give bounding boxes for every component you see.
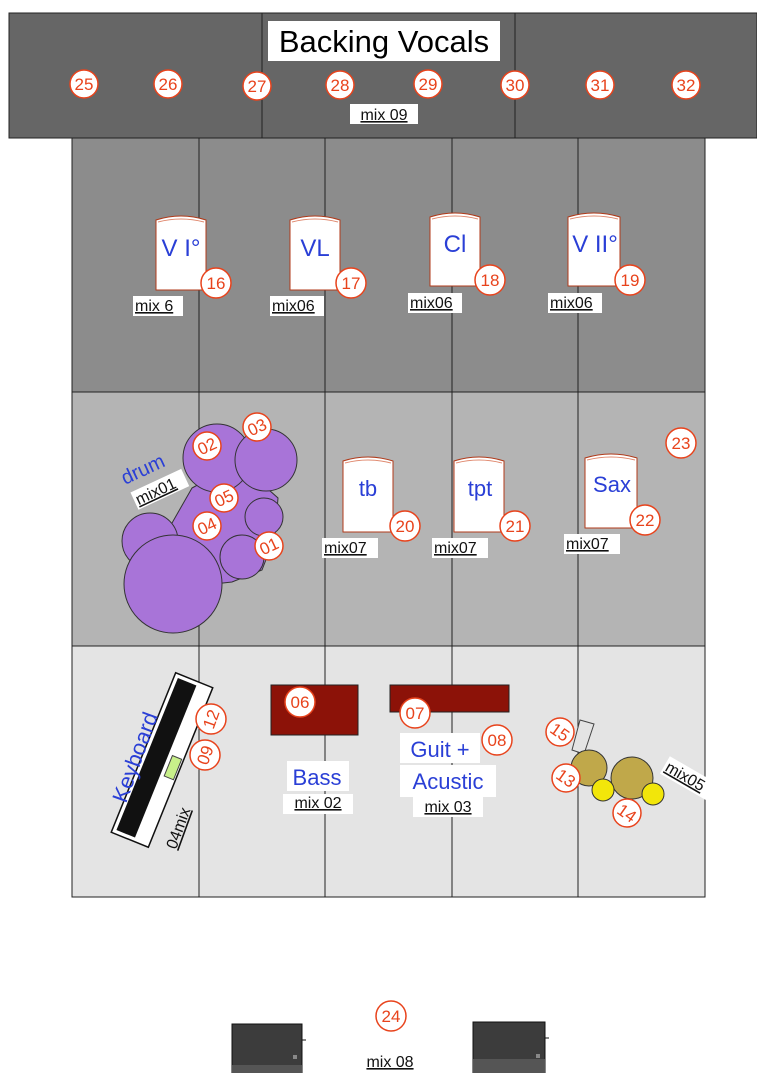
drum-mic-04: 04 bbox=[192, 511, 222, 541]
guitar-label-line2: Acustic bbox=[413, 769, 484, 794]
svg-text:06: 06 bbox=[291, 693, 310, 712]
svg-text:22: 22 bbox=[636, 511, 655, 530]
backing-vocals-title: Backing Vocals bbox=[279, 24, 489, 59]
svg-text:tpt: tpt bbox=[468, 476, 492, 501]
mic-number-30: 30 bbox=[500, 70, 530, 100]
drum-kit: 02 03 05 04 01 drum mix01 bbox=[118, 412, 298, 634]
svg-text:08: 08 bbox=[488, 731, 507, 750]
bass-mix-label: mix 02 bbox=[294, 795, 341, 812]
guitar-mix-label: mix 03 bbox=[424, 799, 471, 816]
string-chair-v2: V II° 19 mix06 bbox=[548, 212, 646, 313]
svg-text:17: 17 bbox=[342, 274, 361, 293]
bass-label: Bass bbox=[293, 765, 342, 790]
mic-number-23: 23 bbox=[665, 427, 697, 459]
keyboard-mic-12: 12 bbox=[195, 703, 227, 735]
svg-text:Sax: Sax bbox=[593, 472, 631, 497]
mic-number-26: 26 bbox=[153, 69, 183, 99]
svg-text:VL: VL bbox=[300, 235, 329, 262]
keyboard-mic-09: 09 bbox=[189, 739, 221, 771]
perc-mic-14: 14 bbox=[612, 798, 642, 828]
svg-text:mix06: mix06 bbox=[272, 298, 315, 315]
svg-text:V II°: V II° bbox=[572, 231, 618, 258]
svg-text:V I°: V I° bbox=[162, 235, 201, 262]
guitar-label-line1: Guit + bbox=[410, 737, 469, 762]
mic-number-24: 24 bbox=[382, 1007, 401, 1026]
svg-text:26: 26 bbox=[159, 75, 178, 94]
drum-mic-05: 05 bbox=[209, 483, 239, 513]
svg-text:mix07: mix07 bbox=[434, 540, 477, 557]
svg-text:mix06: mix06 bbox=[550, 295, 593, 312]
svg-text:20: 20 bbox=[396, 517, 415, 536]
string-chair-cl: Cl 18 mix06 bbox=[408, 212, 506, 313]
svg-text:mix07: mix07 bbox=[324, 540, 367, 557]
horn-chair-tpt: tpt 21 mix07 bbox=[432, 456, 531, 558]
svg-text:32: 32 bbox=[677, 76, 696, 95]
front-mix-label: mix 08 bbox=[366, 1054, 413, 1071]
svg-text:30: 30 bbox=[506, 76, 525, 95]
svg-text:mix 6: mix 6 bbox=[135, 298, 173, 315]
string-chair-v1: V I° 16 mix 6 bbox=[133, 215, 232, 316]
svg-text:19: 19 bbox=[621, 271, 640, 290]
riser-mix-label: mix 09 bbox=[360, 107, 407, 124]
svg-text:29: 29 bbox=[419, 75, 438, 94]
mic-number-28: 28 bbox=[325, 70, 355, 100]
riser-mic-numbers: 25 26 27 28 29 30 31 32 bbox=[69, 69, 701, 101]
svg-text:07: 07 bbox=[406, 704, 425, 723]
svg-text:25: 25 bbox=[75, 75, 94, 94]
mic-number-25: 25 bbox=[69, 69, 99, 99]
drum-mic-01: 01 bbox=[254, 531, 284, 561]
drum-mic-02: 02 bbox=[192, 431, 222, 461]
keyboard: Keyboard 12 09 04mix bbox=[107, 671, 227, 851]
guitar-amp: 07 08 Guit + Acustic mix 03 bbox=[389, 684, 513, 817]
svg-text:27: 27 bbox=[248, 77, 267, 96]
bass-amp: 06 Bass mix 02 bbox=[270, 684, 359, 814]
svg-text:mix06: mix06 bbox=[410, 295, 453, 312]
svg-text:21: 21 bbox=[506, 517, 525, 536]
perc-mic-15: 15 bbox=[545, 717, 575, 747]
svg-text:28: 28 bbox=[331, 76, 350, 95]
wedge-monitor-right bbox=[472, 1021, 549, 1073]
svg-text:18: 18 bbox=[481, 271, 500, 290]
front-monitors: 24 mix 08 bbox=[231, 1000, 549, 1073]
horn-chair-sax: Sax 22 mix07 bbox=[564, 453, 661, 554]
perc-mic-13: 13 bbox=[551, 763, 581, 793]
svg-text:16: 16 bbox=[207, 274, 226, 293]
mic-number-29: 29 bbox=[413, 69, 443, 99]
svg-text:31: 31 bbox=[591, 76, 610, 95]
drum-mic-03: 03 bbox=[242, 412, 272, 442]
mic-number-32: 32 bbox=[671, 70, 701, 100]
svg-text:tb: tb bbox=[359, 476, 377, 501]
wedge-monitor-left bbox=[231, 1023, 306, 1073]
mic-number-27: 27 bbox=[242, 71, 272, 101]
svg-text:mix07: mix07 bbox=[566, 536, 609, 553]
horn-chair-tb: tb 20 mix07 bbox=[322, 456, 421, 558]
mic-number-31: 31 bbox=[585, 70, 615, 100]
string-chair-vl: VL 17 mix06 bbox=[270, 215, 367, 316]
svg-text:23: 23 bbox=[672, 434, 691, 453]
svg-text:Cl: Cl bbox=[444, 231, 467, 258]
